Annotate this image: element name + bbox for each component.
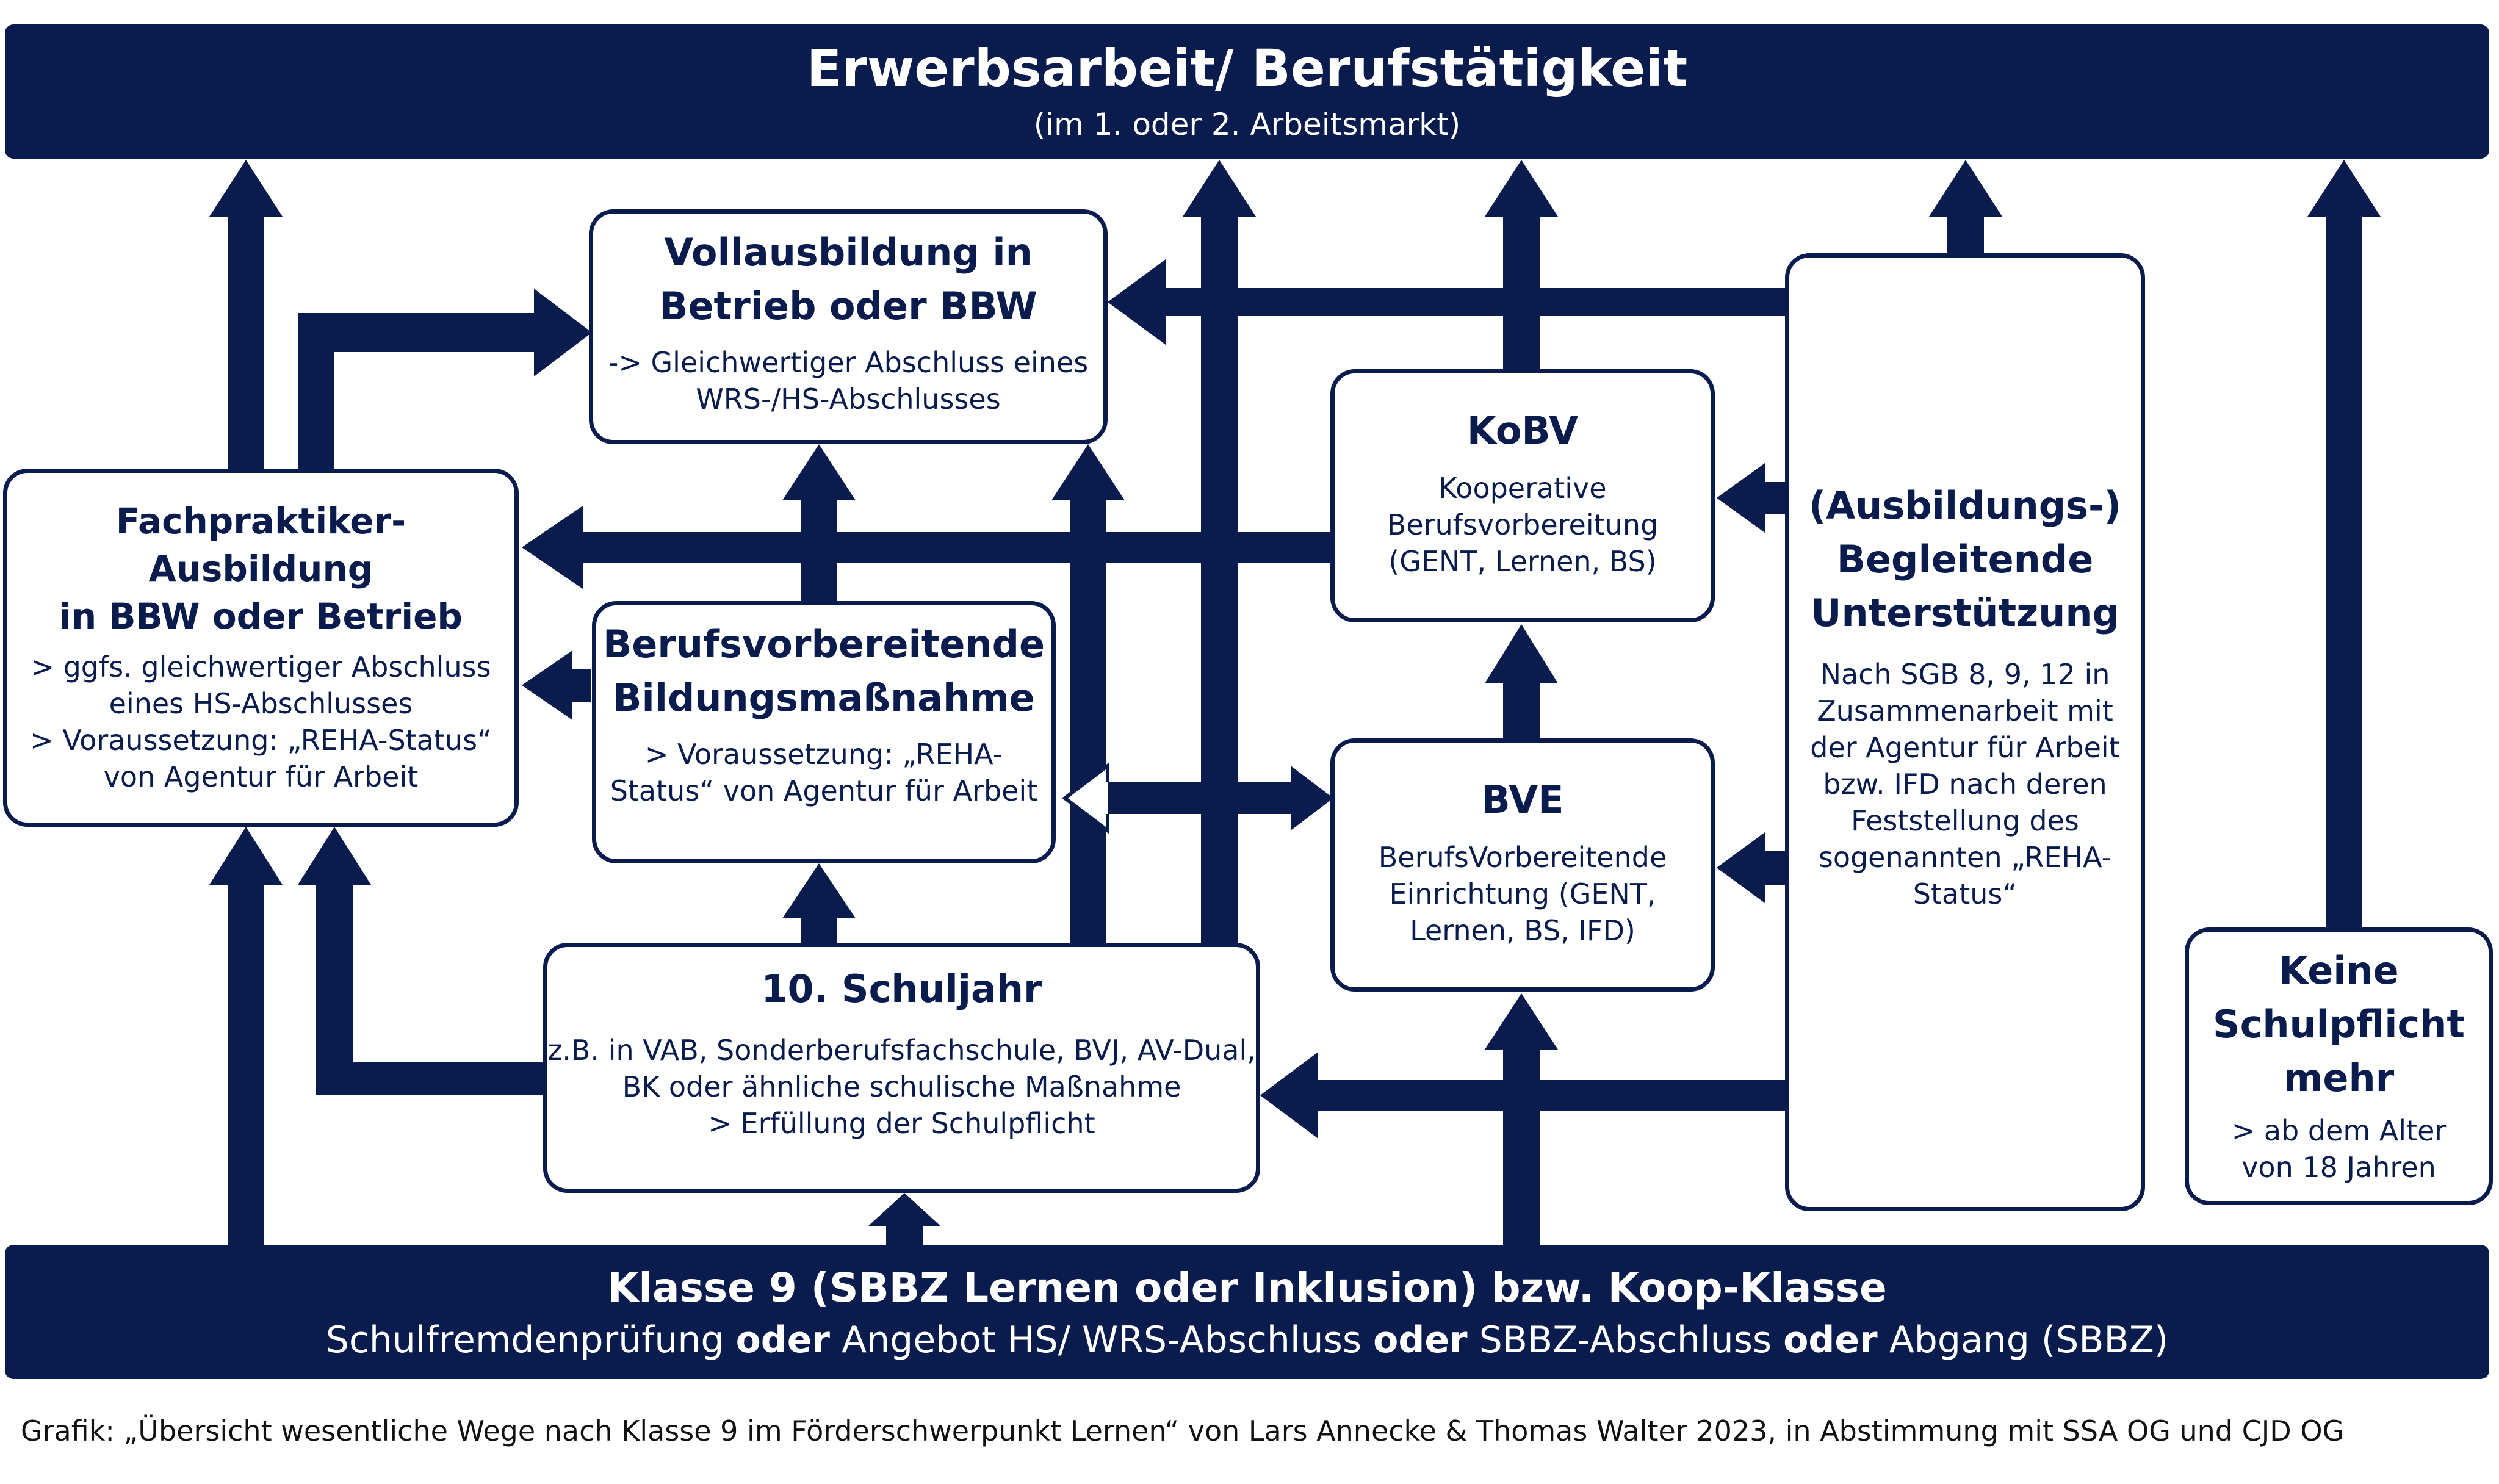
schuljahr-text-line2: BK oder ähnliche schulische Maßnahme [622,1070,1181,1103]
kobv-text-line2: Berufsvorbereitung [1387,508,1659,541]
box-berufsvorbereitende: Berufsvorbereitende Bildungsmaßnahme > V… [592,601,1056,863]
arrow-klasse9-to-schuljahr [868,1193,941,1248]
arrow-kobv-to-fachpraktiker [522,506,1332,589]
vollausbildung-text-line1: -> Gleichwertiger Abschluss eines [608,346,1089,379]
vollausbildung-title-line2: Betrieb oder BBW [659,284,1037,328]
keine-schulpflicht-title-line2: Schulpflicht [2212,1002,2465,1046]
arrow-schuljahr-to-fachpraktiker [298,827,546,1095]
klasse9-option-4: SBBZ-Abschluss [1467,1319,1784,1361]
fachpraktiker-title-line2: in BBW oder Betrieb [59,596,463,637]
arrow-bvb-bve-bidirectional-outline [1062,762,1109,835]
arrow-begleitende-to-bve [1717,832,1788,903]
klasse9-option-6: Abgang (SBBZ) [1877,1319,2169,1361]
kobv-text-line1: Kooperative [1438,472,1607,505]
bve-title: BVE [1481,777,1564,822]
arrow-klasse9-to-bve [1485,993,1558,1248]
fachpraktiker-title-line1: Fachpraktiker- Ausbildung [115,500,406,589]
erwerbsarbeit-subtitle: (im 1. oder 2. Arbeitsmarkt) [1033,107,1461,142]
begleitende-text-line3: der Agentur für Arbeit [1810,731,2120,764]
erwerbsarbeit-band: Erwerbsarbeit/ Berufstätigkeit (im 1. od… [5,24,2489,159]
kobv-text-line3: (GENT, Lernen, BS) [1388,545,1657,578]
berufsvorbereitende-text-line1: > Voraussetzung: „REHA- [644,738,1003,771]
box-vollausbildung: Vollausbildung in Betrieb oder BBW -> Gl… [589,209,1108,444]
arrow-fachpraktiker-to-erwerbsarbeit [209,160,283,473]
box-schuljahr: 10. Schuljahr z.B. in VAB, Sonderberufsf… [543,943,1260,1193]
begleitende-title-line1: (Ausbildungs-) [1808,483,2122,528]
fachpraktiker-text-line4: von Agentur für Arbeit [103,760,419,793]
begleitende-text-line5: Feststellung des [1851,804,2079,837]
begleitende-title-line3: Unterstützung [1811,591,2119,635]
berufsvorbereitende-text-line2: Status“ von Agentur für Arbeit [610,774,1038,807]
arrow-bve-to-kobv [1485,624,1558,741]
keine-schulpflicht-title-line3: mehr [2283,1056,2395,1100]
fachpraktiker-text-line3: > Voraussetzung: „REHA-Status“ [30,724,492,757]
klasse9-option-0: Schulfremdenprüfung [325,1319,736,1361]
arrow-klasse9-to-fachpraktiker [209,827,283,1248]
klasse9-option-1: oder [735,1319,831,1361]
arrow-begleitende-to-vollausbildung [1108,259,1788,345]
klasse9-option-5: oder [1783,1319,1878,1361]
kobv-title: KoBV [1466,408,1579,453]
fachpraktiker-text-line2: eines HS-Abschlusses [109,687,413,720]
klasse9-option-3: oder [1373,1319,1468,1361]
keine-schulpflicht-text-line2: von 18 Jahren [2241,1151,2436,1184]
arrow-schuljahr-to-vollausbildung [1051,444,1125,949]
arrow-bvb-to-fachpraktiker [522,650,591,720]
box-begleitende: (Ausbildungs-) Begleitende Unterstützung… [1785,253,2145,1211]
figure-caption: Grafik: „Übersicht wesentliche Wege nach… [21,1414,2345,1447]
begleitende-text-line2: Zusammenarbeit mit [1817,694,2113,727]
arrow-schuljahr-to-bvb [782,863,856,949]
vollausbildung-text-line2: WRS-/HS-Abschlusses [696,383,1001,416]
klasse9-options: Schulfremdenprüfung oder Angebot HS/ WRS… [5,1316,2489,1364]
begleitende-title-line2: Begleitende [1836,537,2094,582]
box-kobv: KoBV Kooperative Berufsvorbereitung (GEN… [1330,369,1715,622]
vollausbildung-title-line1: Vollausbildung in [664,230,1033,275]
begleitende-text-line4: bzw. IFD nach deren [1823,768,2107,801]
erwerbsarbeit-title: Erwerbsarbeit/ Berufstätigkeit [806,38,1688,98]
box-bve: BVE BerufsVorbereitende Einrichtung (GEN… [1330,738,1715,992]
klasse9-option-2: Angebot HS/ WRS-Abschluss [830,1319,1374,1361]
berufsvorbereitende-title-line1: Berufsvorbereitende [602,622,1045,666]
arrow-begleitende-to-erwerbsarbeit [1929,160,2002,256]
bve-text-line2: Einrichtung (GENT, [1389,877,1656,910]
arrow-bvb-bve-bidirectional-fill [1108,766,1333,830]
box-keine-schulpflicht: Keine Schulpflicht mehr > ab dem Alter v… [2185,928,2493,1205]
keine-schulpflicht-text-line1: > ab dem Alter [2231,1114,2447,1147]
klasse9-title: Klasse 9 (SBBZ Lernen oder Inklusion) bz… [607,1264,1887,1311]
schuljahr-text-line1: z.B. in VAB, Sonderberufsfachschule, BVJ… [547,1034,1256,1067]
arrow-begleitende-to-kobv [1717,463,1788,533]
schuljahr-title: 10. Schuljahr [761,967,1042,1011]
arrow-bvb-to-vollausbildung [782,444,856,601]
keine-schulpflicht-title-line1: Keine [2279,948,2399,993]
arrow-kobv-to-erwerbsarbeit [1485,160,1558,372]
fachpraktiker-text-line1: > ggfs. gleichwertiger Abschluss [31,650,491,683]
arrow-fachpraktiker-to-vollausbildung [298,289,592,473]
berufsvorbereitende-title-line2: Bildungsmaßnahme [613,675,1035,720]
schuljahr-text-line3: > Erfüllung der Schulpflicht [708,1107,1095,1140]
begleitende-text-line6: sogenannten „REHA- [1818,841,2112,874]
bve-text-line1: BerufsVorbereitende [1378,841,1667,874]
box-fachpraktiker: Fachpraktiker- Ausbildung in BBW oder Be… [3,469,519,827]
arrow-keine-schulpflicht-to-erwerbsarbeit [2307,160,2381,934]
begleitende-text-line7: Status“ [1913,877,2018,910]
klasse9-band: Klasse 9 (SBBZ Lernen oder Inklusion) bz… [5,1245,2489,1379]
begleitende-text-line1: Nach SGB 8, 9, 12 in [1820,658,2110,691]
bve-text-line3: Lernen, BS, IFD) [1410,914,1635,947]
